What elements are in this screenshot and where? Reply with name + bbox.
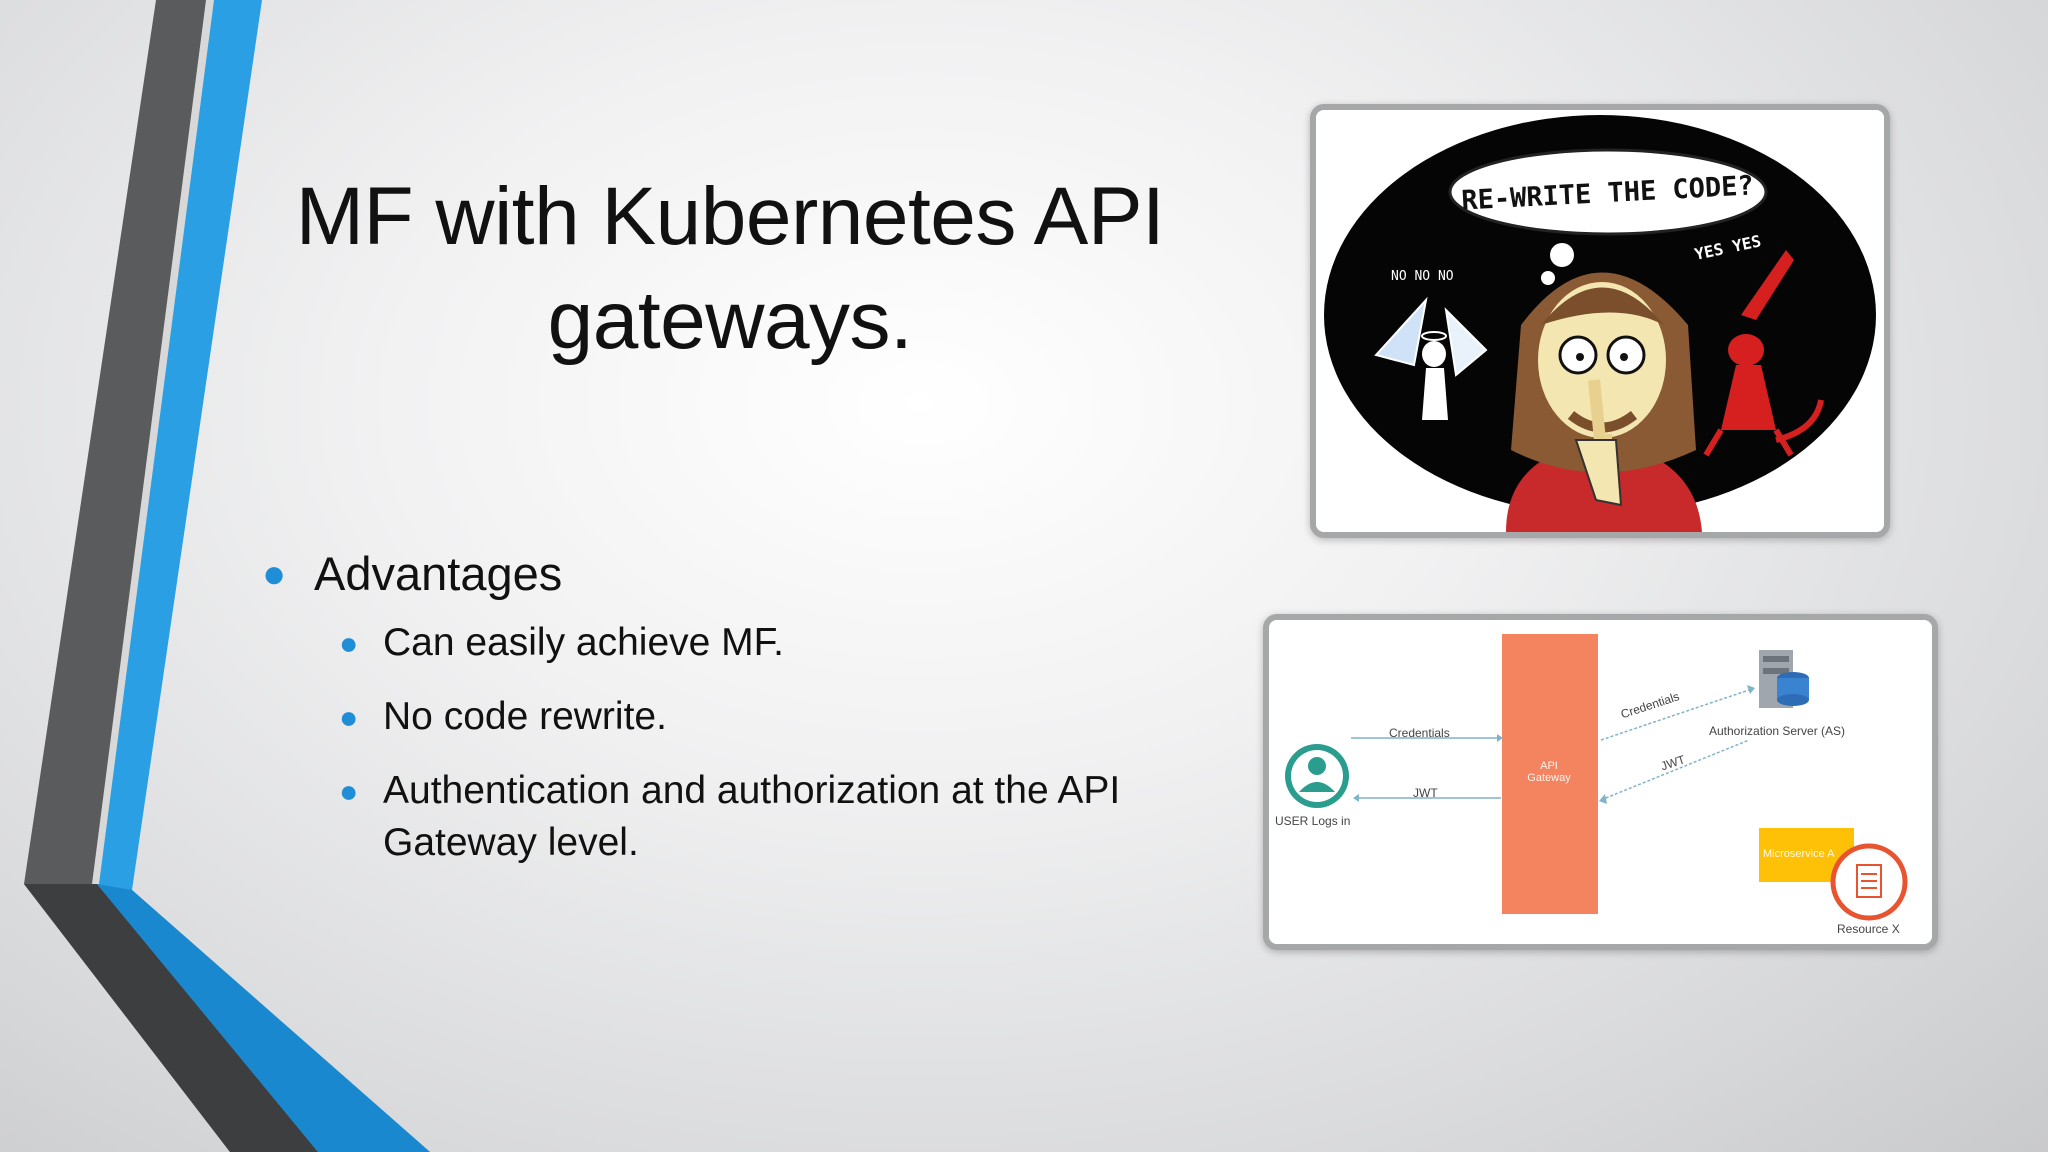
slide-title: MF with Kubernetes API gateways. [295,171,1165,366]
api-gateway-diagram: Credentials JWT USER Logs in API Gateway… [1263,614,1938,950]
bullet-dot-icon: ● [339,699,359,735]
angel-icon [1374,296,1488,420]
angel-text: NO NO NO [1391,269,1454,284]
gateway-bar [1502,634,1598,914]
bullet-dot-icon: ● [339,625,359,661]
bullet-text: Advantages [314,547,563,600]
sub-bullet-text: Authentication and authorization at the … [383,769,1121,864]
bullet-dot-icon: ● [262,552,287,596]
diagram-drawing [1269,620,1932,944]
sub-bullet: ● Can easily achieve MF. [339,617,1182,669]
light-separator [92,0,214,884]
auth-server-label: Authorization Server (AS) [1709,724,1846,738]
diagram-labels: Credentials JWT USER Logs in API Gateway… [1269,620,1932,944]
gateway-label: API Gateway [1527,760,1571,784]
jwt-label-right: JWT [1659,752,1687,774]
resource-icon [1830,843,1908,921]
resource-label: Resource X [1837,922,1900,936]
dark-lower-band [24,884,318,1152]
sub-bullet-text: No code rewrite. [383,695,667,738]
bullet-advantages: ● Advantages [262,545,1182,603]
cartoon-image: RE-WRITE THE CODE? NO NO NO [1310,104,1890,538]
microservice-label: Microservice A [1763,848,1835,860]
blue-band [97,0,430,1152]
devil-icon [1703,250,1824,457]
sub-bullet: ● Authentication and authorization at th… [339,765,1182,869]
user-icon [1285,744,1349,808]
user-label: USER Logs in [1275,814,1351,828]
credentials-label: Credentials [1389,726,1450,740]
bullet-list: ● Advantages ● Can easily achieve MF. ● … [262,545,1182,891]
blue-lower-band [97,884,430,1152]
bullet-dot-icon: ● [339,773,359,809]
server-icon [1759,650,1809,708]
cartoon-illustration: RE-WRITE THE CODE? NO NO NO [1316,110,1884,532]
sub-bullet-text: Can easily achieve MF. [383,621,785,664]
jwt-label: JWT [1413,786,1438,800]
credentials-label-right: Credentials [1619,689,1682,722]
sub-bullet: ● No code rewrite. [339,691,1182,743]
person-icon [1506,272,1702,532]
